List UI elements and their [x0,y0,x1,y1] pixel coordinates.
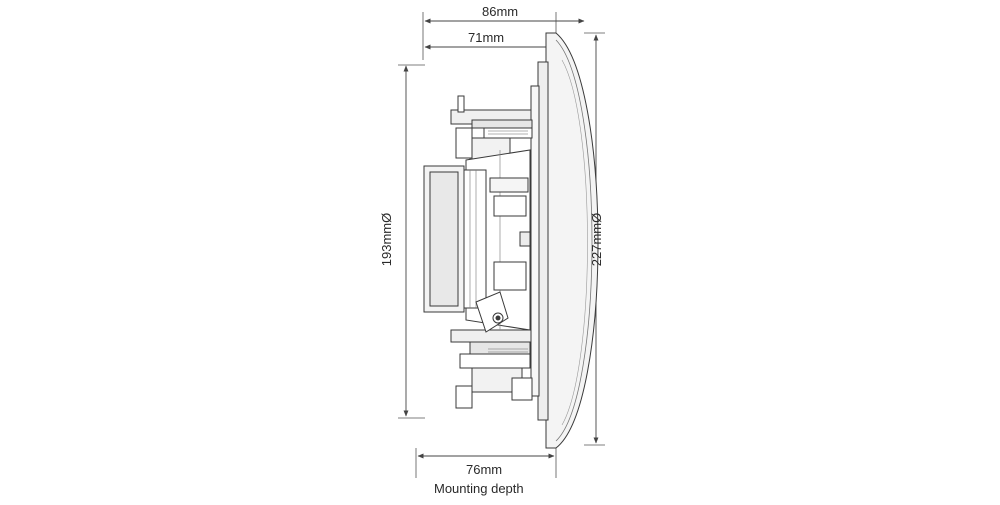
mounting-depth-caption: Mounting depth [434,481,524,496]
mounting-depth-value: 76mm [466,462,503,477]
body-diameter-label: 193mmØ [379,212,395,267]
overall-diameter-label: 227mmØ [589,212,605,267]
overall-depth-label: 86mm [482,4,519,19]
body-depth-label: 71mm [468,30,505,45]
terminal-connector [475,291,509,333]
bottom-mounting-clip [450,329,533,409]
speaker-body [423,32,599,449]
front-grille [545,32,599,449]
